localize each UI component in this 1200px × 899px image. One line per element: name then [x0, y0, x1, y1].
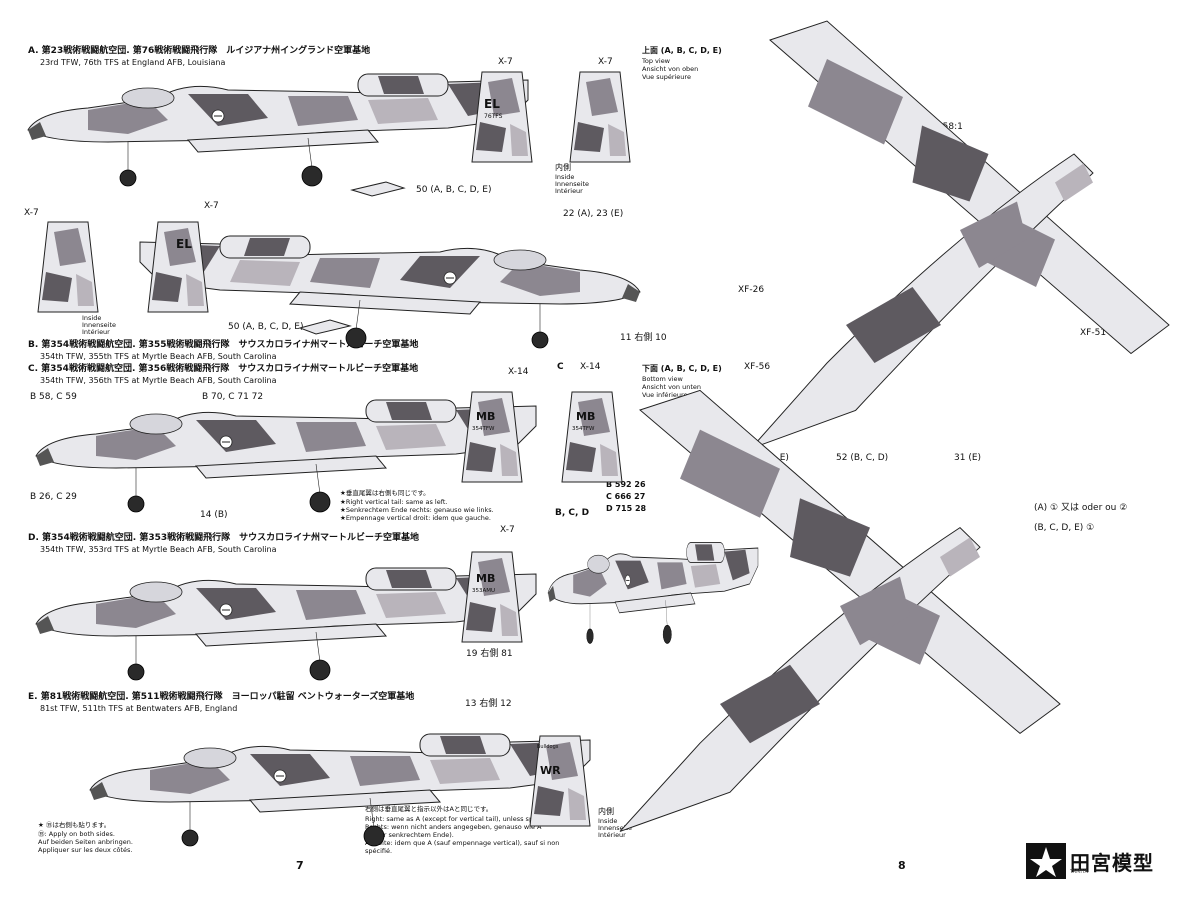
note-both-4: Appliquer sur les deux côtés. [38, 846, 133, 854]
aircraft-top-view [750, 20, 1170, 449]
inside-label-jp: 内側 [555, 163, 571, 172]
tail-sub-c: 354TFW [572, 426, 595, 432]
bottom-view-en: Bottom view [642, 375, 683, 383]
tail-code-e: WR [540, 764, 561, 777]
aircraft-d-side [35, 567, 537, 681]
ref-22-23: 22 (A), 23 (E) [563, 209, 624, 219]
section-a-title-en: 23rd TFW, 76th TFS at England AFB, Louis… [40, 58, 226, 67]
aircraft-a-side-right [139, 235, 641, 349]
tamiya-star-icon [1026, 843, 1066, 879]
section-e-title-jp: E. 第81戦術戦闘航空団. 第511戦術戦闘飛行隊 ヨーロッパ駐留 ベントウォ… [28, 692, 415, 702]
section-b-title-en: 354th TFW, 355th TFS at Myrtle Beach AFB… [40, 352, 277, 361]
serial-row-d: D 715 28 [606, 504, 647, 513]
ref-31e: 31 (E) [954, 453, 982, 463]
ref-c: C [557, 362, 564, 372]
tail-sub-b: 354TFW [472, 426, 495, 432]
ref-x14-b: X-14 [580, 362, 601, 372]
ref-x7-e: X-7 [500, 525, 515, 535]
ref-x14-a: X-14 [508, 367, 529, 377]
ref-right11-10: 11 右側 10 [620, 333, 667, 343]
inside-label-3-fr: Intérieur [598, 831, 626, 839]
ref-b58-c59: B 58, C 59 [30, 392, 77, 402]
ref-x7-a: X-7 [498, 57, 513, 67]
bottom-view-fr: Vue inférieure [642, 391, 688, 399]
inside-label-2-jp: 内側 [82, 304, 98, 313]
inside-label-3-jp: 内側 [598, 807, 614, 816]
section-c-title-jp: C. 第354戦術戦闘航空団. 第356戦術戦闘飛行隊 サウスカロライナ州マート… [28, 364, 419, 374]
ref-x7-b: X-7 [598, 57, 613, 67]
top-view-de: Ansicht von oben [642, 65, 699, 73]
ref-xf51: XF-51 [1080, 328, 1107, 338]
tail-sub-d: 353AMU [472, 588, 495, 594]
section-a-title-jp: A. 第23戦術戦闘航空団. 第76戦術戦闘飛行隊 ルイジアナ州イングランド空軍… [28, 46, 371, 56]
ref-xf56: XF-56 [744, 362, 771, 372]
ref-53: 53 (A, E) [750, 453, 789, 463]
ref-bcd: B, C, D [555, 508, 590, 518]
note-both-2: ㉟: Apply on both sides. [38, 830, 115, 838]
note-right-1: 右側は垂直尾翼と指示以外はAと同じです。 [365, 805, 493, 813]
inside-label-en: Inside [555, 173, 575, 181]
tail-code-a: EL [484, 97, 500, 111]
ref-a-or: (A) ① 又は oder ou ② [1034, 503, 1128, 513]
ref-bcde: (B, C, D, E) ① [1034, 523, 1095, 533]
note-tail-same-4: ★Empennage vertical droit: idem que gauc… [340, 514, 491, 522]
inside-label-2-en: Inside [82, 314, 102, 322]
inside-label-2-fr: Intérieur [82, 328, 110, 336]
ref-x7-d: X-7 [204, 201, 219, 211]
tail-code-d: MB [476, 572, 495, 585]
section-e-title-en: 81st TFW, 511th TFS at Bentwaters AFB, E… [40, 704, 238, 713]
page-number-left: 7 [296, 859, 304, 872]
page-number-right: 8 [898, 859, 906, 872]
tail-code-a2: EL [176, 237, 192, 251]
section-d-title-en: 354th TFW, 353rd TFS at Myrtle Beach AFB… [40, 545, 277, 554]
ref-xf26: XF-26 [738, 285, 765, 295]
top-view-en: Top view [642, 57, 671, 65]
serial-row-c: C 666 27 [606, 492, 646, 501]
section-c-title-en: 354th TFW, 356th TFS at Myrtle Beach AFB… [40, 376, 277, 385]
tamiya-logo: 田宮模型 TAMIYA [1026, 843, 1186, 879]
aircraft-a-side-left [27, 73, 529, 187]
bottom-view-jp: 下面 (A, B, C, D, E) [642, 364, 722, 373]
aircraft-bc-side [35, 399, 537, 513]
note-tail-same-1: ★垂直尾翼は右側も同じです。 [340, 489, 430, 497]
serial-row-b: B 592 26 [606, 480, 646, 489]
top-view-fr: Vue supérieure [642, 73, 691, 81]
inside-label-2-de: Innenseite [82, 321, 117, 329]
section-d-title-jp: D. 第354戦術戦闘航空団. 第353戦術戦闘飛行隊 サウスカロライナ州マート… [28, 533, 419, 543]
inside-label-3-de: Innenseite [598, 824, 633, 832]
note-right-5: A droite: idem que A (sauf empennage ver… [365, 839, 560, 847]
ref-right12: 13 右側 12 [465, 699, 512, 709]
ref-b26-c29: B 26, C 29 [30, 492, 77, 502]
inside-label-de: Innenseite [555, 180, 590, 188]
bottom-view-de: Ansicht von unten [642, 383, 701, 391]
tail-code-c: MB [576, 410, 595, 423]
brand-text: 田宮模型 [1070, 851, 1154, 875]
tail-sub-a: 76TFS [484, 113, 503, 120]
top-view-jp: 上面 (A, B, C, D, E) [642, 46, 722, 55]
ref-50-a: 50 (A, B, C, D, E) [416, 185, 492, 195]
ref-52: 52 (B, C, D) [836, 453, 889, 463]
brand-sub: TAMIYA [1070, 869, 1088, 875]
ref-50-b: 50 (A, B, C, D, E) [228, 322, 304, 332]
inside-label-3-en: Inside [598, 817, 618, 825]
ref-14b: 14 (B) [200, 510, 228, 520]
note-both-1: ★ ㉟は右側も貼ります。 [38, 821, 111, 829]
section-b-title-jp: B. 第354戦術戦闘航空団. 第355戦術戦闘飛行隊 サウスカロライナ州マート… [28, 340, 419, 350]
tail-code-b: MB [476, 410, 495, 423]
ref-xf41-58: XF-4:1＋XF-58:1 [890, 122, 963, 132]
ref-b70-c71: B 70, C 71 72 [202, 392, 264, 402]
ref-x7-c: X-7 [24, 208, 39, 218]
note-right-6: spécifié. [365, 847, 393, 855]
note-both-3: Auf beiden Seiten anbringen. [38, 838, 133, 846]
tail-sub-e: Bulldogs [537, 744, 559, 750]
ref-right19: 19 右側 81 [466, 649, 513, 659]
inside-label-fr: Intérieur [555, 187, 583, 195]
